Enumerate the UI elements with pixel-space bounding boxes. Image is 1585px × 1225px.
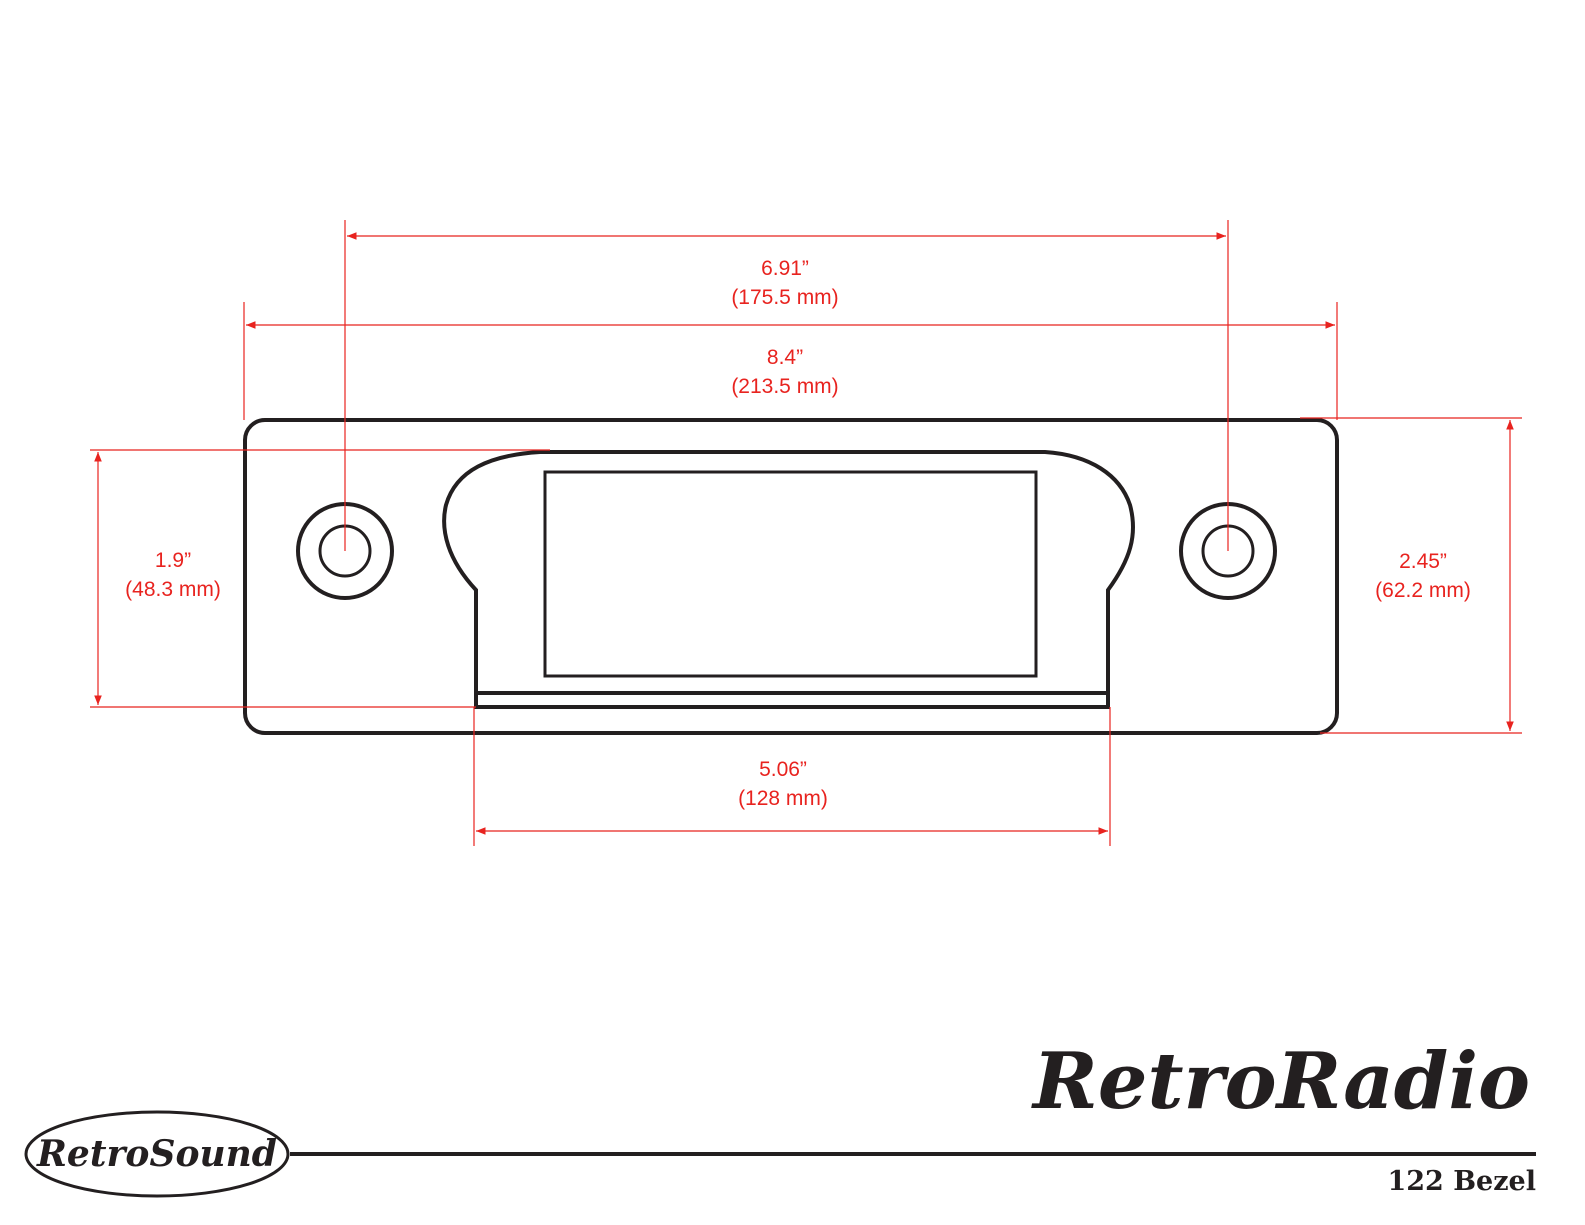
dimension-display-width: 5.06” (128 mm) [473,707,1111,846]
hole-spacing-inch: 6.91” [761,257,809,280]
dimension-overall-height: 2.45” (62.2 mm) [1300,417,1522,734]
display-window [543,470,1038,678]
display-width-mm: (128 mm) [738,787,828,810]
display-housing-outline [442,450,1135,709]
overall-width-inch: 8.4” [767,346,803,369]
overall-width-mm: (213.5 mm) [731,375,838,398]
overall-height-inch: 2.45” [1399,550,1447,573]
retrosound-logo-oval [24,1110,290,1198]
dimension-display-height: 1.9” (48.3 mm) [90,449,550,708]
model-title: 122 Bezel [1387,1166,1536,1197]
display-height-mm: (48.3 mm) [125,578,221,601]
dimension-hole-spacing: 6.91” (175.5 mm) [344,220,1229,551]
overall-height-mm: (62.2 mm) [1375,579,1471,602]
bezel-plate-outline [243,418,1339,735]
dimension-overall-width: 8.4” (213.5 mm) [243,302,1338,420]
retrosound-logo: RetroSound [36,1133,277,1175]
display-height-inch: 1.9” [155,549,191,572]
display-width-inch: 5.06” [759,758,807,781]
hole-spacing-mm: (175.5 mm) [731,286,838,309]
retroradio-logo: RetroRadio [1031,1036,1530,1127]
